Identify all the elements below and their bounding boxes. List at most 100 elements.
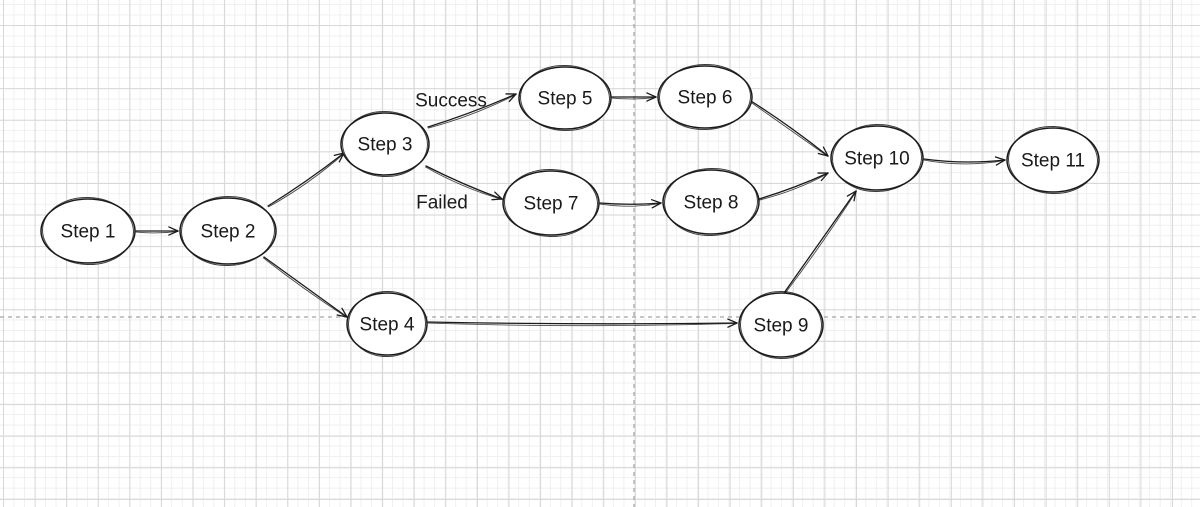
edge-line-sketch bbox=[923, 159, 1006, 165]
node-shape bbox=[340, 112, 430, 176]
arrowhead-icon bbox=[846, 190, 857, 197]
edge-step-1-to-step-2[interactable] bbox=[135, 226, 179, 236]
arrowhead-icon bbox=[646, 96, 657, 102]
node-shape bbox=[657, 65, 753, 129]
arrowhead-icon bbox=[646, 92, 657, 98]
edge-line bbox=[923, 158, 1006, 163]
edge-line bbox=[267, 152, 345, 207]
node-label-step-7: Step 7 bbox=[524, 194, 579, 215]
edge-line-sketch bbox=[135, 230, 179, 234]
arrowhead-icon bbox=[994, 156, 1006, 161]
node-shape-sketch bbox=[42, 196, 134, 266]
node-label-step-2: Step 2 bbox=[201, 222, 256, 243]
node-shape-sketch bbox=[1008, 125, 1098, 195]
edge-line-sketch bbox=[427, 322, 738, 327]
node-step-7[interactable]: Step 7 bbox=[502, 168, 600, 238]
edge-line bbox=[263, 256, 348, 318]
edge-line-sketch bbox=[427, 93, 517, 129]
edge-line-sketch bbox=[749, 101, 829, 157]
node-label-step-5: Step 5 bbox=[538, 89, 593, 110]
edge-step-2-to-step-4[interactable] bbox=[262, 256, 348, 318]
arrowhead-icon bbox=[820, 172, 829, 182]
arrowhead-icon bbox=[650, 199, 662, 204]
edge-line bbox=[427, 93, 517, 128]
node-step-5[interactable]: Step 5 bbox=[518, 64, 612, 132]
node-shape bbox=[738, 292, 824, 358]
node-shape bbox=[502, 170, 600, 236]
edge-step-7-to-step-8[interactable] bbox=[599, 199, 662, 209]
arrowhead-icon bbox=[508, 93, 517, 103]
arrowhead-icon bbox=[995, 159, 1006, 166]
arrowhead-icon bbox=[491, 198, 503, 201]
arrowhead-icon bbox=[651, 202, 662, 209]
arrowhead-icon bbox=[336, 314, 348, 318]
node-step-3[interactable]: Step 3 bbox=[340, 110, 430, 178]
node-shape-sketch bbox=[832, 123, 922, 193]
edge-step-6-to-step-10[interactable] bbox=[749, 100, 829, 157]
node-step-9[interactable]: Step 9 bbox=[738, 290, 824, 360]
edge-step-2-to-step-3[interactable] bbox=[267, 152, 345, 208]
edge-line bbox=[427, 321, 738, 325]
node-shape bbox=[830, 125, 924, 191]
node-shape-sketch bbox=[740, 290, 822, 360]
edge-label-success[interactable]: Success bbox=[415, 91, 487, 112]
edge-label-failed[interactable]: Failed bbox=[416, 193, 468, 214]
node-shape-sketch bbox=[520, 64, 610, 132]
edge-line-sketch bbox=[262, 257, 348, 318]
arrowhead-icon bbox=[341, 307, 348, 318]
edge-step-5-to-step-6[interactable] bbox=[611, 92, 657, 102]
node-shape bbox=[518, 66, 612, 130]
edge-step-8-to-step-10[interactable] bbox=[758, 172, 829, 201]
edge-line-sketch bbox=[611, 96, 657, 100]
node-label-step-11: Step 11 bbox=[1021, 151, 1085, 172]
node-label-step-3: Step 3 bbox=[358, 135, 413, 156]
edge-line-sketch bbox=[784, 190, 857, 295]
arrowhead-icon bbox=[168, 226, 179, 232]
arrowhead-icon bbox=[168, 230, 179, 236]
arrowhead-icon bbox=[727, 322, 738, 328]
edge-step-9-to-step-10[interactable] bbox=[783, 190, 857, 295]
node-step-11[interactable]: Step 11 bbox=[1006, 125, 1100, 196]
node-step-8[interactable]: Step 8 bbox=[662, 167, 760, 237]
node-step-2[interactable]: Step 2 bbox=[179, 195, 277, 267]
node-shape bbox=[1006, 127, 1100, 193]
arrowhead-icon bbox=[822, 146, 829, 157]
node-step-1[interactable]: Step 1 bbox=[40, 196, 136, 266]
node-label-step-8: Step 8 bbox=[684, 193, 739, 214]
node-label-step-10: Step 10 bbox=[844, 149, 910, 170]
arrowhead-icon bbox=[727, 318, 738, 324]
edge-step-3-to-step-7[interactable]: Failed bbox=[416, 165, 503, 214]
edge-line bbox=[425, 165, 503, 200]
node-shape bbox=[179, 197, 277, 265]
edge-line-sketch bbox=[268, 152, 345, 208]
edge-line-sketch bbox=[599, 202, 662, 207]
edge-line bbox=[783, 190, 857, 294]
node-shape-sketch bbox=[664, 167, 758, 237]
node-shape bbox=[346, 292, 428, 356]
edge-step-4-to-step-9[interactable] bbox=[427, 318, 738, 328]
node-shape bbox=[40, 198, 136, 264]
node-label-step-6: Step 6 bbox=[678, 88, 733, 109]
node-step-6[interactable]: Step 6 bbox=[657, 63, 753, 131]
edge-line bbox=[750, 100, 829, 157]
node-shape-sketch bbox=[342, 110, 428, 178]
edge-step-3-to-step-5[interactable]: Success bbox=[415, 91, 517, 129]
node-step-4[interactable]: Step 4 bbox=[346, 290, 428, 358]
node-step-10[interactable]: Step 10 bbox=[830, 123, 924, 193]
arrowhead-icon bbox=[853, 190, 857, 202]
node-shape-sketch bbox=[348, 290, 426, 358]
node-label-step-4: Step 4 bbox=[360, 315, 415, 336]
node-label-step-1: Step 1 bbox=[61, 222, 116, 243]
node-shape-sketch bbox=[659, 63, 751, 131]
node-shape-sketch bbox=[504, 168, 598, 238]
edge-line-sketch bbox=[425, 166, 503, 200]
arrowhead-icon bbox=[494, 191, 503, 200]
edge-line bbox=[758, 172, 829, 200]
node-shape-sketch bbox=[181, 195, 275, 267]
arrowhead-icon bbox=[817, 152, 829, 157]
edge-line-sketch bbox=[758, 172, 829, 201]
edge-step-10-to-step-11[interactable] bbox=[923, 156, 1006, 166]
node-shape bbox=[662, 169, 760, 235]
